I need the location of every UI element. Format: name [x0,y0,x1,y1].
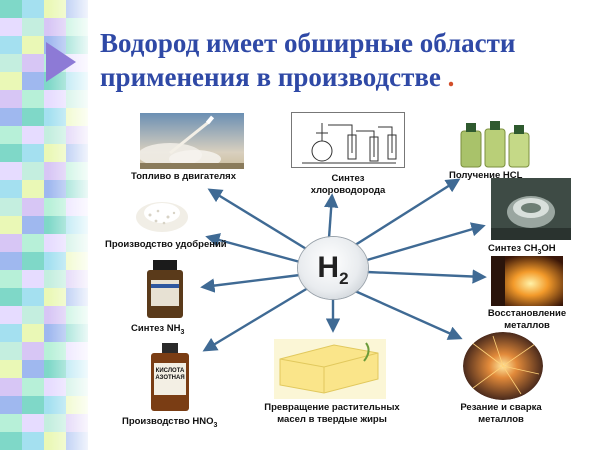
bottle-label-line-1: КИСЛОТА [155,368,185,374]
label-methanol-prefix: Синтез CH [488,243,538,254]
welding-sparks-photo [463,332,543,400]
label-methanol-subscript: 3 [537,248,542,256]
label-hcl-synthesis-line-1: Синтез [331,173,365,184]
fertilizer-powder-photo [128,191,196,237]
label-hcl-synthesis: Синтез хлороводорода [300,173,396,197]
label-fuel: Топливо в двигателях [131,171,237,182]
hub-formula: H2 [317,251,349,288]
label-methanol: Синтез CH3OH [488,243,556,259]
arrow-to-metal-reduction [366,269,487,284]
title-line-2-text: применения в производстве [100,62,441,92]
title-line-1: Водород имеет обширные области [100,28,516,58]
chemical-plant-photo [491,178,571,240]
arrow-to-fuel [207,188,309,252]
page-title: Водород имеет обширные области применени… [100,26,590,94]
title-dot: . [447,62,455,92]
label-metal-reduction: Восстановление металлов [476,308,578,332]
label-oil-hardening-line-1: Превращение растительных [264,402,400,413]
label-ammonia: Синтез NH3 [131,323,184,339]
label-nitric: Производство HNO3 [122,416,217,432]
rocket-launch-photo [140,113,244,169]
title-line-2: применения в производстве . [100,60,590,94]
label-fertilizers: Производство удобрений [105,239,227,250]
label-oil-hardening-line-2: масел в твердые жиры [277,414,387,425]
arrow-to-methanol [366,222,486,262]
label-nitric-subscript: 3 [213,421,218,429]
label-welding: Резание и сварка металлов [446,402,556,426]
arrow-to-welding [354,289,463,340]
hub-subscript: 2 [339,269,349,288]
label-ammonia-prefix: Синтез NH [131,323,181,334]
label-hcl-synthesis-line-2: хлороводорода [310,185,386,196]
label-metal-reduction-line-1: Восстановление [487,308,567,319]
hcl-bottles-photo [455,117,533,169]
arrow-to-fertilizers [205,233,301,264]
arrow-to-ammonia [200,273,301,293]
label-ammonia-subscript: 3 [180,328,185,336]
metal-furnace-photo [491,256,563,306]
lab-apparatus-drawing [291,112,405,168]
arrow-to-nitric [202,286,309,352]
bottle-label-line-2: АЗОТНАЯ [155,375,185,381]
label-oil-hardening: Превращение растительных масел в твердые… [252,402,412,426]
label-metal-reduction-line-2: металлов [504,320,550,331]
triangle-ornament-icon [46,42,76,82]
hub-symbol: H [317,251,340,284]
hydrogen-hub: H2 [298,237,368,299]
ammonia-bottle-photo [139,258,191,320]
label-welding-line-1: Резание и сварка [460,402,542,413]
label-welding-line-2: металлов [478,414,524,425]
nitric-acid-bottle-photo: КИСЛОТА АЗОТНАЯ [147,343,193,413]
label-nitric-prefix: Производство HNO [122,416,214,427]
label-hcl-production: Получение HCL [449,170,523,181]
label-methanol-suffix: OH [541,243,556,254]
arrow-to-hcl-production [351,178,461,249]
arrow-to-hcl-synthesis [323,193,339,239]
decorative-mosaic-strip [0,0,88,450]
butter-photo [274,339,386,399]
bottle-label-text: КИСЛОТА АЗОТНАЯ [155,368,185,382]
